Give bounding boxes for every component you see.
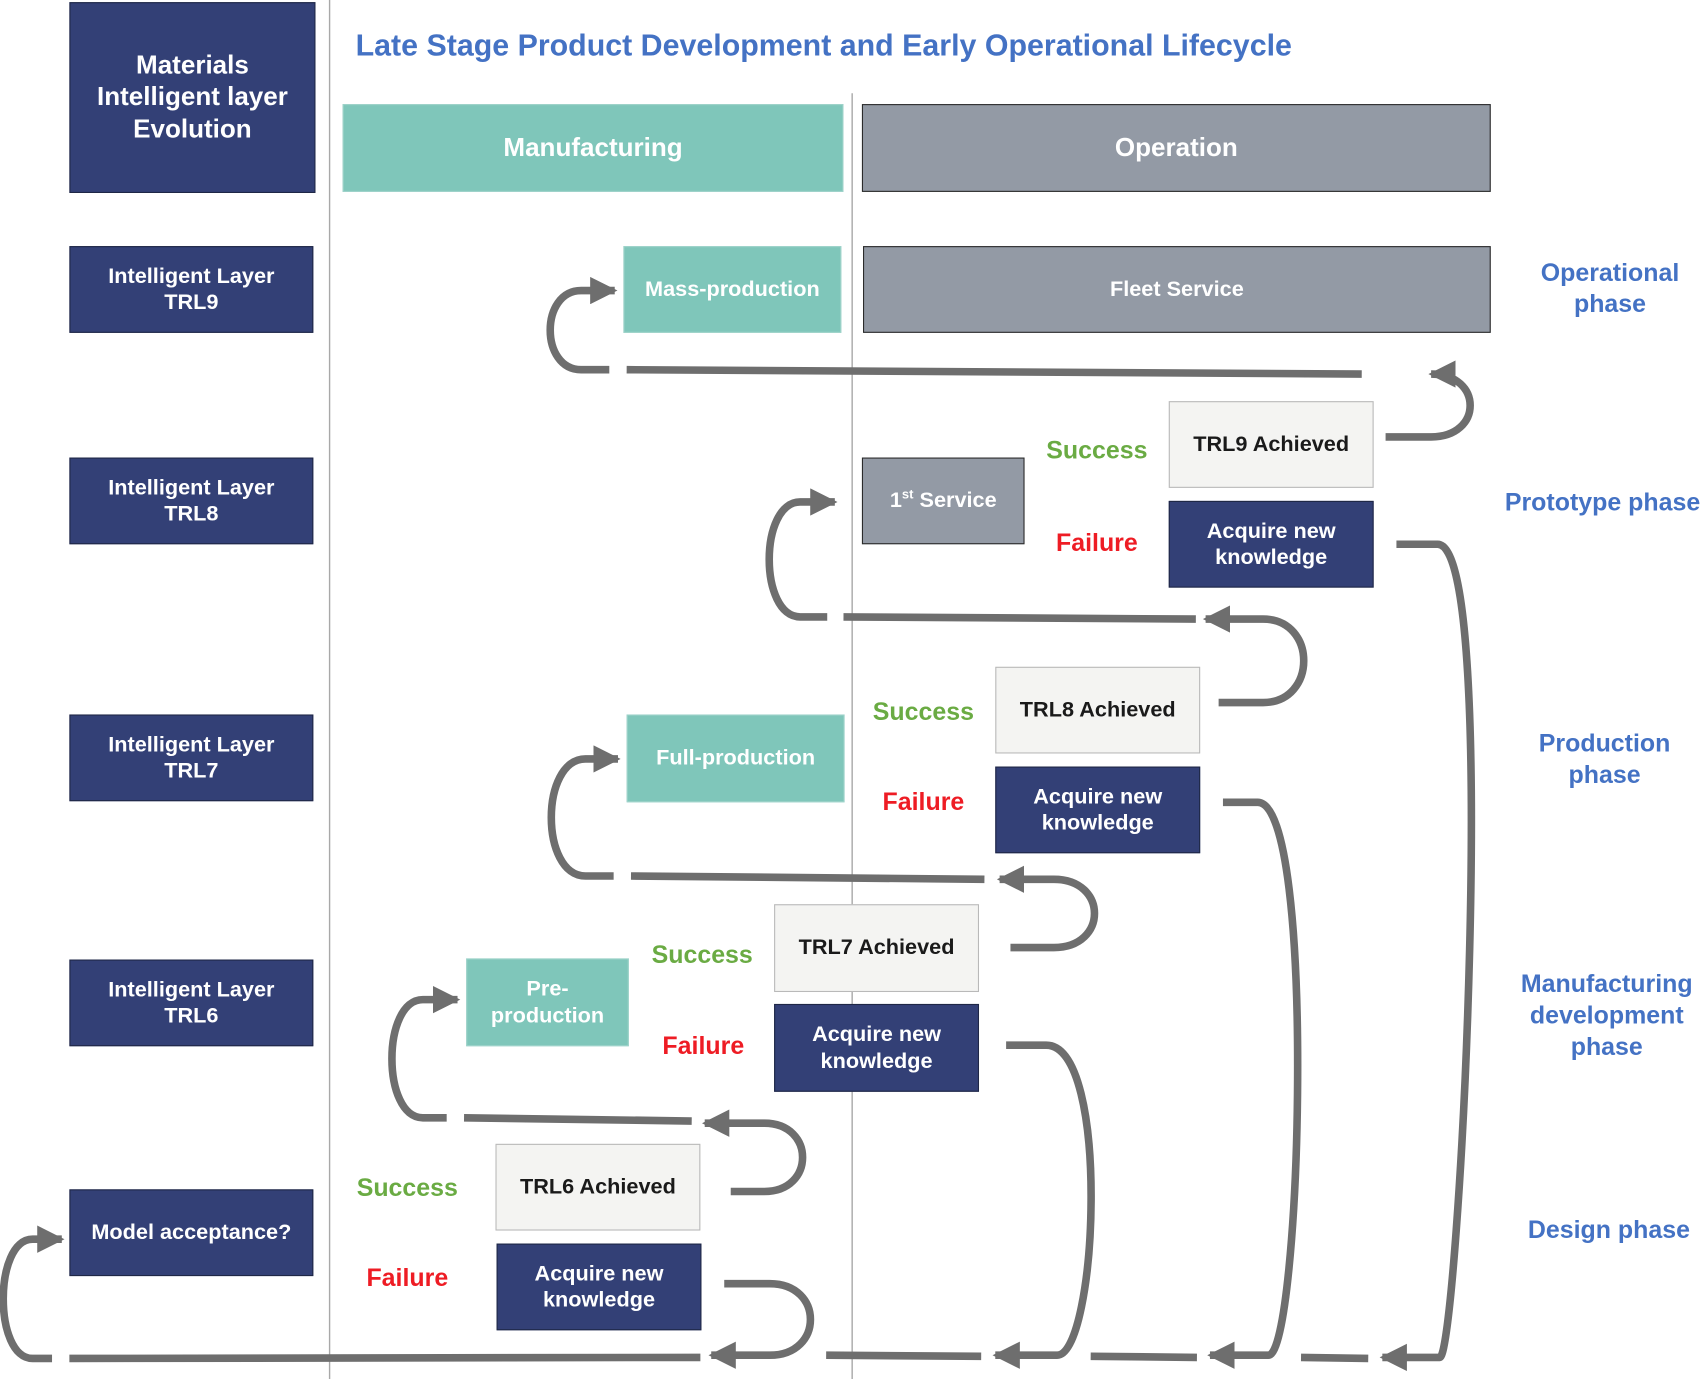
phase-operational: Operational phase bbox=[1540, 258, 1680, 318]
success-label-trl8: Success bbox=[872, 697, 974, 726]
level-trl8-box: Intelligent Layer TRL8 bbox=[69, 457, 314, 545]
trl9-achieved-box: TRL9 Achieved bbox=[1168, 401, 1374, 488]
diagram-title: Late Stage Product Development and Early… bbox=[355, 28, 1292, 62]
arrow-segment bbox=[826, 1351, 982, 1361]
arrow-segment bbox=[630, 872, 985, 884]
level-trl6-box: Intelligent Layer TRL6 bbox=[69, 959, 314, 1047]
arrow-acquire-trl9-return bbox=[1379, 540, 1476, 1372]
arrow-trl9-to-mass-production bbox=[1385, 360, 1474, 441]
arrow-trl7-to-full-production bbox=[996, 865, 1099, 952]
phase-production: Production phase bbox=[1538, 728, 1671, 789]
trl8-achieved-box: TRL8 Achieved bbox=[995, 666, 1201, 754]
arrow-segment bbox=[626, 365, 1362, 378]
trl6-achieved-box: TRL6 Achieved bbox=[495, 1143, 701, 1231]
failure-label-trl8: Failure bbox=[882, 787, 965, 816]
arrow-segment bbox=[463, 1113, 692, 1125]
failure-label-trl6: Failure bbox=[366, 1263, 449, 1292]
arrow-segment bbox=[69, 1353, 701, 1363]
arrow-to-model-acceptance bbox=[0, 1225, 65, 1363]
acquire-knowledge-trl8-box: Acquire new knowledge bbox=[995, 766, 1201, 854]
success-label-trl6: Success bbox=[356, 1173, 458, 1202]
acquire-knowledge-trl6-box: Acquire new knowledge bbox=[496, 1243, 702, 1331]
failure-label-trl9: Failure bbox=[1055, 527, 1138, 557]
acquire-knowledge-trl7-box: Acquire new knowledge bbox=[774, 1003, 980, 1092]
pre-production-box: Pre-production bbox=[466, 958, 629, 1047]
full-production-box: Full-production bbox=[626, 714, 845, 803]
arrow-segment bbox=[1090, 1352, 1197, 1362]
arrow-segment bbox=[388, 985, 461, 1122]
arrow-trl6-to-pre-production bbox=[701, 1109, 807, 1196]
first-service-box: 1st Service bbox=[861, 457, 1025, 545]
level-trl7-box: Intelligent Layer TRL7 bbox=[69, 714, 314, 802]
arrow-segment bbox=[547, 745, 621, 880]
acquire-knowledge-trl9-box: Acquire new knowledge bbox=[1168, 500, 1374, 588]
evolution-header-box: Materials Intelligent layer Evolution bbox=[69, 2, 316, 193]
model-acceptance-box: Model acceptance? bbox=[69, 1189, 314, 1277]
failure-label-trl7: Failure bbox=[662, 1031, 745, 1060]
success-label-trl9: Success bbox=[1046, 435, 1148, 465]
phase-design: Design phase bbox=[1527, 1215, 1690, 1244]
fleet-service-box: Fleet Service bbox=[863, 246, 1491, 333]
success-label-trl7: Success bbox=[651, 939, 753, 969]
arrow-segment bbox=[1300, 1353, 1369, 1363]
mass-production-box: Mass-production bbox=[623, 246, 842, 333]
arrow-trl8-to-first-service bbox=[1202, 605, 1308, 707]
phase-manufacturing-development: Manufacturing development phase bbox=[1520, 969, 1693, 1061]
arrow-segment bbox=[546, 276, 618, 374]
arrow-acquire-trl7-return bbox=[992, 1041, 1095, 1369]
arrow-acquire-trl6-return bbox=[708, 1279, 815, 1369]
arrow-segment bbox=[843, 613, 1196, 623]
manufacturing-header: Manufacturing bbox=[342, 104, 844, 192]
level-trl9-box: Intelligent Layer TRL9 bbox=[69, 246, 314, 333]
operation-header: Operation bbox=[861, 104, 1491, 192]
trl7-achieved-box: TRL7 Achieved bbox=[774, 904, 980, 993]
arrow-acquire-trl8-return bbox=[1207, 798, 1302, 1369]
first-service-label: 1st Service bbox=[889, 487, 997, 513]
phase-prototype: Prototype phase bbox=[1504, 487, 1700, 517]
arrow-segment bbox=[765, 488, 838, 621]
